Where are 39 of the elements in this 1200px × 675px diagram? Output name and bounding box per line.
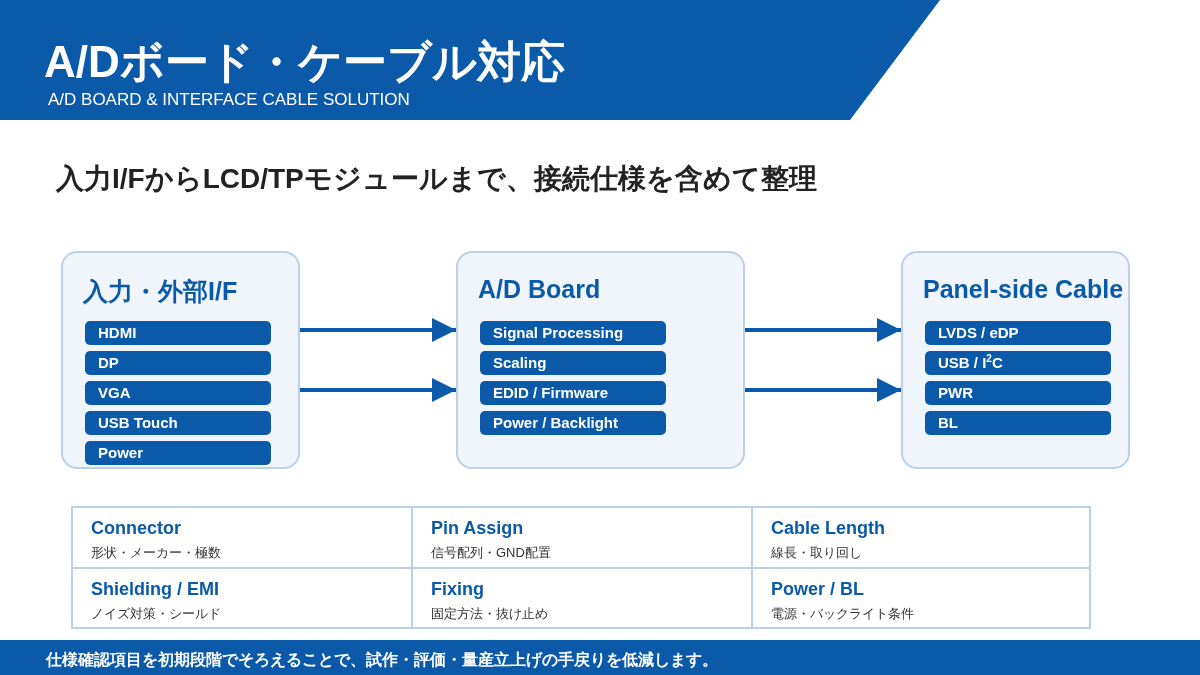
item-bar: DP bbox=[85, 351, 271, 375]
item-bar: BL bbox=[925, 411, 1111, 435]
item-bar: Scaling bbox=[480, 351, 666, 375]
cell-text: 形状・メーカー・極数 bbox=[91, 544, 221, 562]
cell-text: ノイズ対策・シールド bbox=[91, 605, 221, 623]
cell-text: 信号配列・GND配置 bbox=[431, 544, 551, 562]
item-bar: HDMI bbox=[85, 321, 271, 345]
item-bar: EDID / Firmware bbox=[480, 381, 666, 405]
panel-heading: A/D Board bbox=[478, 275, 601, 304]
item-bar: VGA bbox=[85, 381, 271, 405]
group-panel bbox=[456, 251, 745, 469]
heading: 入力I/FからLCD/TPモジュールまで、接続仕様を含めて整理 bbox=[56, 162, 817, 196]
panel-heading: 入力・外部I/F bbox=[83, 276, 238, 307]
cell-heading: Fixing bbox=[431, 579, 484, 600]
group-panel bbox=[901, 251, 1130, 469]
panel-heading: Panel-side Cable bbox=[923, 275, 1124, 304]
arrow bbox=[300, 318, 456, 342]
cell-heading: Cable Length bbox=[771, 518, 885, 539]
cell-text: 電源・バックライト条件 bbox=[771, 605, 914, 623]
cell-heading: Connector bbox=[91, 518, 181, 539]
cell-heading: Shielding / EMI bbox=[91, 579, 219, 600]
subtitle: A/D BOARD & INTERFACE CABLE SOLUTION bbox=[48, 90, 410, 110]
item-bar: Signal Processing bbox=[480, 321, 666, 345]
cell-heading: Power / BL bbox=[771, 579, 864, 600]
item-bar: USB Touch bbox=[85, 411, 271, 435]
group-panel bbox=[61, 251, 300, 469]
arrow bbox=[300, 378, 456, 402]
cell-heading: Pin Assign bbox=[431, 518, 524, 539]
arrow bbox=[745, 378, 901, 402]
item-bar: Power / Backlight bbox=[480, 411, 666, 435]
item-bar: Power bbox=[85, 441, 271, 465]
footer-note: 仕様確認項目を初期段階でそろえることで、試作・評価・量産立上げの手戻りを低減します。 bbox=[46, 650, 718, 670]
cell-text: 固定方法・抜け止め bbox=[431, 605, 548, 623]
arrow bbox=[745, 318, 901, 342]
cell-text: 線長・取り回し bbox=[771, 544, 862, 562]
item-bar: PWR bbox=[925, 381, 1111, 405]
item-bar: USB / I$^{2}$C bbox=[925, 351, 1111, 375]
title: A/Dボード・ケーブル対応 bbox=[44, 36, 565, 88]
item-bar: LVDS / eDP bbox=[925, 321, 1111, 345]
